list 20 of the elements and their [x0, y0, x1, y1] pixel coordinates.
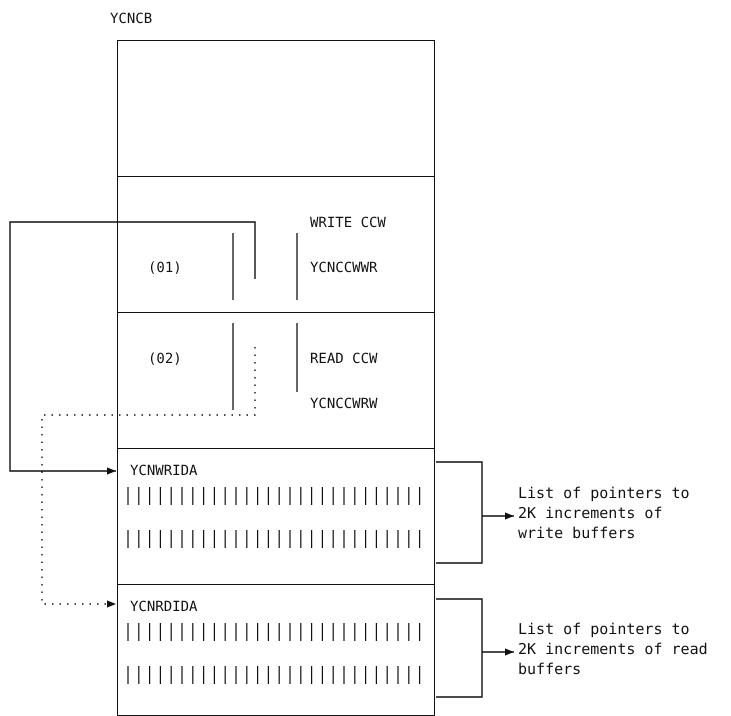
field-number: (02)	[148, 351, 182, 367]
storage-section	[117, 176, 435, 313]
storage-section	[117, 40, 435, 177]
description-text: List of pointers to 2K increments of write buffers	[518, 483, 691, 543]
field-name: YCNCCWWR	[310, 260, 378, 276]
field-name: YCNWRIDA	[130, 463, 198, 479]
field-label: WRITE CCW	[310, 215, 386, 231]
bracket-arrow	[435, 461, 515, 564]
storage-section	[117, 584, 435, 716]
field-name: YCNRDIDA	[130, 599, 198, 615]
block-title: YCNCB	[110, 11, 152, 27]
storage-section	[117, 448, 435, 585]
field-label: READ CCW	[310, 351, 378, 367]
arrow	[41, 347, 256, 608]
field-number: (01)	[148, 260, 182, 276]
field-name: YCNCCWRW	[310, 396, 378, 412]
arrow	[9, 221, 256, 475]
bracket-arrow	[435, 598, 515, 698]
description-text: List of pointers to 2K increments of read buffers	[518, 619, 708, 679]
storage-section	[117, 312, 435, 449]
